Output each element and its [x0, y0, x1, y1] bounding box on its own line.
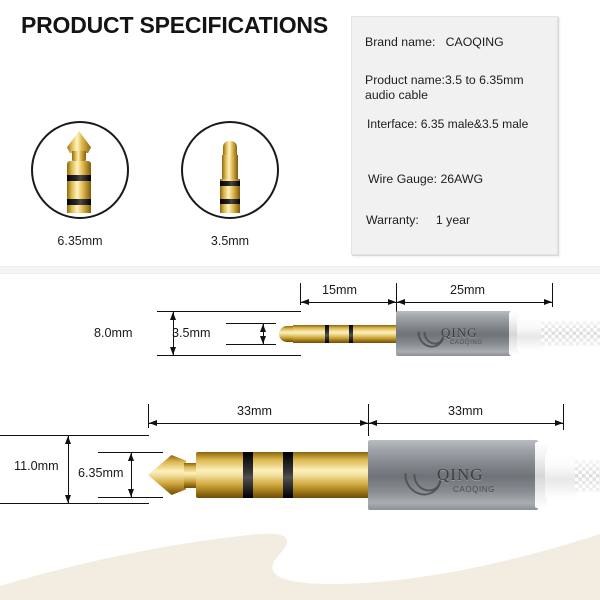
spec-row-interface: Interface: 6.35 male&3.5 male [367, 117, 549, 132]
plug-insulator-ring [220, 199, 240, 204]
spec-row-product-name: Product name:3.5 to 6.35mm audio cable [365, 73, 549, 103]
cable-barrel-35 [396, 311, 511, 356]
dim-extension-line [226, 344, 276, 345]
connector-circle-635-label: 6.35mm [57, 234, 103, 248]
plug-insulator-ring [67, 199, 91, 205]
dim-arrow-plug-length-35 [301, 299, 396, 305]
spec-row-warranty-text: Warranty: 1 year [366, 213, 471, 227]
spec-row-product-name-line1: Product name:3.5 to 6.35mm [365, 73, 524, 87]
specifications-panel: Brand name: CAOQING Product name:3.5 to … [351, 16, 558, 255]
spec-row-wire-gauge: Wire Gauge: 26AWG [368, 172, 549, 187]
cable-strain-relief-35 [517, 317, 543, 350]
spec-row-warranty: Warranty: 1 year [366, 213, 549, 228]
dim-label-barrel-diameter-635: 11.0mm [14, 459, 59, 473]
plug-upper-shaft [222, 155, 238, 181]
dim-extension-line [300, 283, 301, 305]
spec-row-brand-name: Brand name: CAOQING [365, 35, 549, 50]
dim-label-plug-length-35: 15mm [322, 283, 357, 297]
dim-arrow-barrel-length-635 [369, 420, 563, 426]
dim-label-barrel-diameter-35: 8.0mm [94, 326, 133, 340]
plug-insulator-ring [220, 181, 240, 186]
plug-insulator-ring [243, 452, 253, 498]
brand-logo-text-35: QING [441, 325, 478, 340]
dim-extension-line [552, 283, 553, 307]
dim-extension-line [0, 435, 149, 436]
dim-extension-line [396, 283, 397, 313]
plug-insulator-ring [67, 175, 91, 181]
dim-label-plug-length-635: 33mm [237, 404, 272, 418]
dim-extension-line [98, 452, 163, 453]
brand-sub-text-635: CAOQING [453, 485, 495, 494]
cable-strain-relief-635 [545, 453, 577, 498]
dim-arrow-barrel-diameter-35 [170, 312, 176, 355]
connector-plug-35-illustration [217, 141, 243, 213]
dim-label-plug-diameter-635: 6.35mm [78, 466, 124, 480]
plug-insulator-ring [349, 325, 353, 343]
dim-extension-line [98, 497, 163, 498]
connector-plug-635-illustration [64, 131, 94, 213]
decorative-wave [0, 533, 600, 600]
brand-logo-text-635: QING [437, 465, 484, 484]
spec-row-product-name-line2: audio cable [365, 88, 428, 102]
dim-arrow-plug-length-635 [149, 420, 368, 426]
cable-barrel-635 [368, 440, 538, 510]
dim-arrow-barrel-length-35 [397, 299, 552, 305]
section-divider [0, 266, 600, 274]
dim-arrow-plug-diameter-35 [260, 324, 266, 344]
dim-extension-line [226, 323, 276, 324]
spec-row-interface-text: Interface: 6.35 male&3.5 male [367, 117, 529, 131]
dim-label-barrel-length-635: 33mm [448, 404, 483, 418]
dim-label-barrel-length-35: 25mm [450, 283, 485, 297]
cable-collar-35 [509, 312, 519, 355]
dim-extension-line [368, 404, 369, 436]
plug-shaft [67, 161, 91, 213]
dim-label-plug-diameter-35: 3.5mm [172, 326, 211, 340]
cable-braid-35 [541, 321, 600, 346]
dim-extension-line [563, 404, 564, 430]
spec-row-brand-name-text: Brand name: CAOQING [365, 35, 504, 49]
spec-row-wire-gauge-text: Wire Gauge: 26AWG [368, 172, 484, 186]
plug-insulator-ring [283, 452, 293, 498]
plug-tip [223, 141, 237, 157]
dim-extension-line [0, 503, 149, 504]
plug-insulator-ring [325, 325, 329, 343]
plug-shaft-35 [293, 325, 398, 343]
plug-tip-35 [279, 326, 295, 342]
dim-extension-line [157, 311, 301, 312]
plug-tip-635 [148, 455, 186, 495]
connector-circle-35-label: 3.5mm [210, 234, 250, 248]
plug-tip [67, 131, 91, 153]
plug-shaft [220, 179, 240, 213]
dim-extension-line [148, 404, 149, 428]
cable-braid-635 [575, 460, 600, 492]
dim-arrow-barrel-diameter-635 [65, 436, 71, 503]
dim-extension-line [157, 355, 301, 356]
dim-arrow-plug-diameter-635 [128, 453, 134, 497]
plug-neck-635 [184, 463, 198, 488]
page-title: PRODUCT SPECIFICATIONS [21, 12, 328, 38]
cable-collar-635 [535, 442, 547, 508]
plug-neck [72, 151, 86, 163]
brand-sub-text-35: CAOQING [450, 340, 483, 346]
